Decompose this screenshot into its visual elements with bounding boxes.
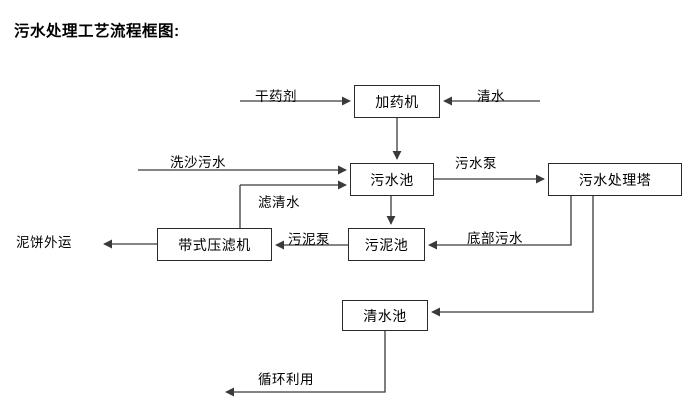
- page-title: 污水处理工艺流程框图:: [14, 23, 180, 40]
- edge-label-sewage-pump: 污水泵: [455, 156, 497, 171]
- node-sewage-pool[interactable]: 污水池: [350, 163, 434, 196]
- edge-label-clean-water: 清水: [477, 89, 505, 104]
- node-sludge-pool[interactable]: 污泥池: [348, 228, 425, 261]
- node-dosing-machine[interactable]: 加药机: [354, 85, 440, 118]
- node-treatment-tower[interactable]: 污水处理塔: [548, 163, 682, 196]
- edge-label-bottom-sewage: 底部污水: [467, 231, 523, 246]
- edge-label-recycle-reuse: 循环利用: [258, 372, 314, 387]
- edge-label-filtered-water: 滤清水: [258, 195, 300, 210]
- edge-label-dry-chemical: 干药剂: [255, 89, 297, 104]
- edge-label-sand-wash-sewage: 洗沙污水: [170, 155, 226, 170]
- terminal-label-mud-cake-out: 泥饼外运: [16, 235, 72, 250]
- node-belt-filter-press[interactable]: 带式压滤机: [157, 228, 272, 261]
- node-clear-water-pool[interactable]: 清水池: [342, 300, 428, 331]
- edge-tower-to-sludge-pool: [428, 196, 572, 250]
- edge-label-sludge-pump: 污泥泵: [288, 232, 330, 247]
- edge-clear-water-to-reuse: [225, 331, 386, 397]
- edge-tower-to-clear-water: [431, 196, 594, 317]
